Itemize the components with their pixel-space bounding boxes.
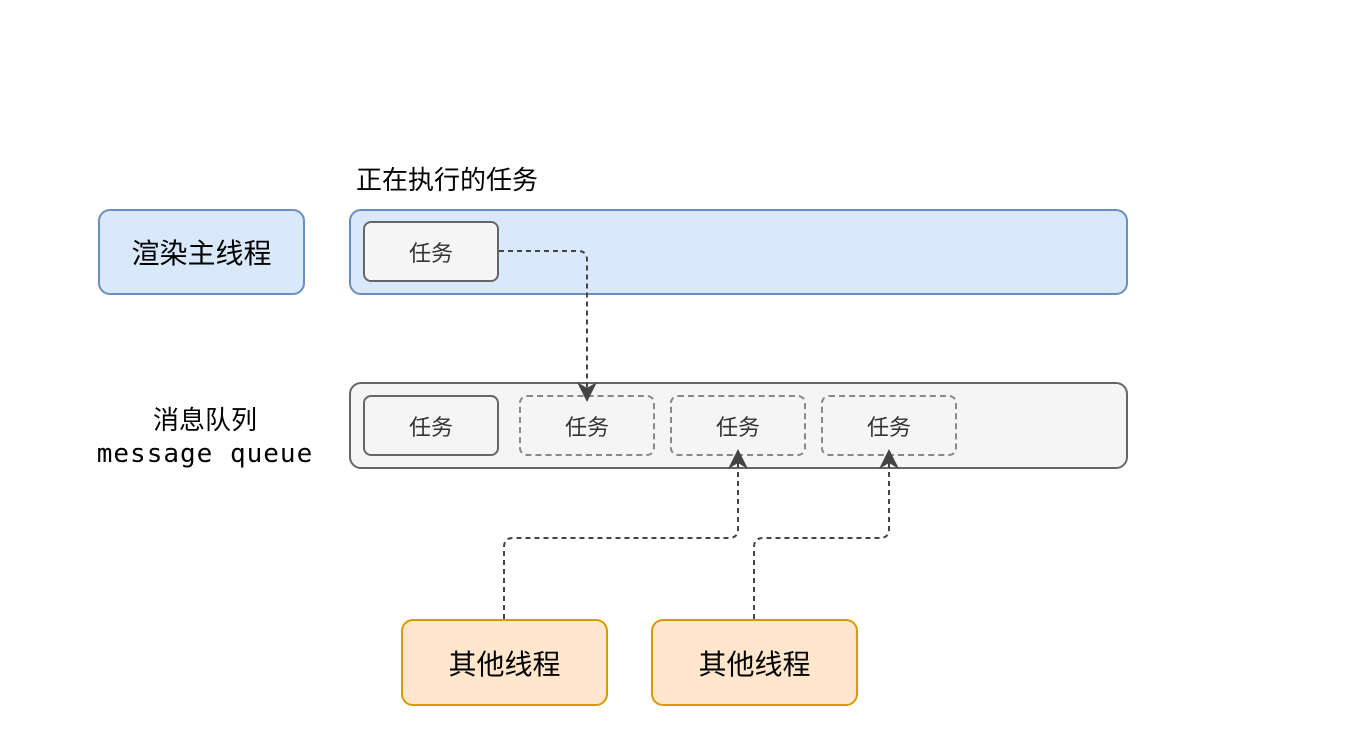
other-thread-box: 其他线程 [651, 619, 858, 706]
queue-task: 任务 [363, 395, 499, 456]
message-queue-label-cn: 消息队列 [152, 406, 257, 436]
message-queue-label: 消息队列 message queue [80, 400, 330, 469]
render-main-thread-box: 渲染主线程 [98, 209, 305, 295]
queue-task-pending: 任务 [821, 395, 957, 456]
enqueue-arrow-2 [753, 449, 899, 619]
queue-task-label: 任务 [408, 415, 453, 441]
enqueue-arrow-1 [503, 449, 748, 619]
executing-task-caption: 正在执行的任务 [356, 166, 539, 196]
queue-task-label: 任务 [866, 415, 911, 441]
queue-task-label: 任务 [564, 415, 609, 441]
message-queue-label-en: message queue [96, 439, 314, 469]
other-thread-label: 其他线程 [698, 647, 811, 681]
queue-task-pending: 任务 [670, 395, 806, 456]
queue-task-pending: 任务 [519, 395, 655, 456]
other-thread-box: 其他线程 [401, 619, 608, 706]
current-task-label: 任务 [408, 241, 453, 267]
render-main-thread-label: 渲染主线程 [131, 237, 272, 270]
current-task: 任务 [363, 221, 499, 282]
queue-task-label: 任务 [715, 415, 760, 441]
other-thread-label: 其他线程 [448, 647, 561, 681]
